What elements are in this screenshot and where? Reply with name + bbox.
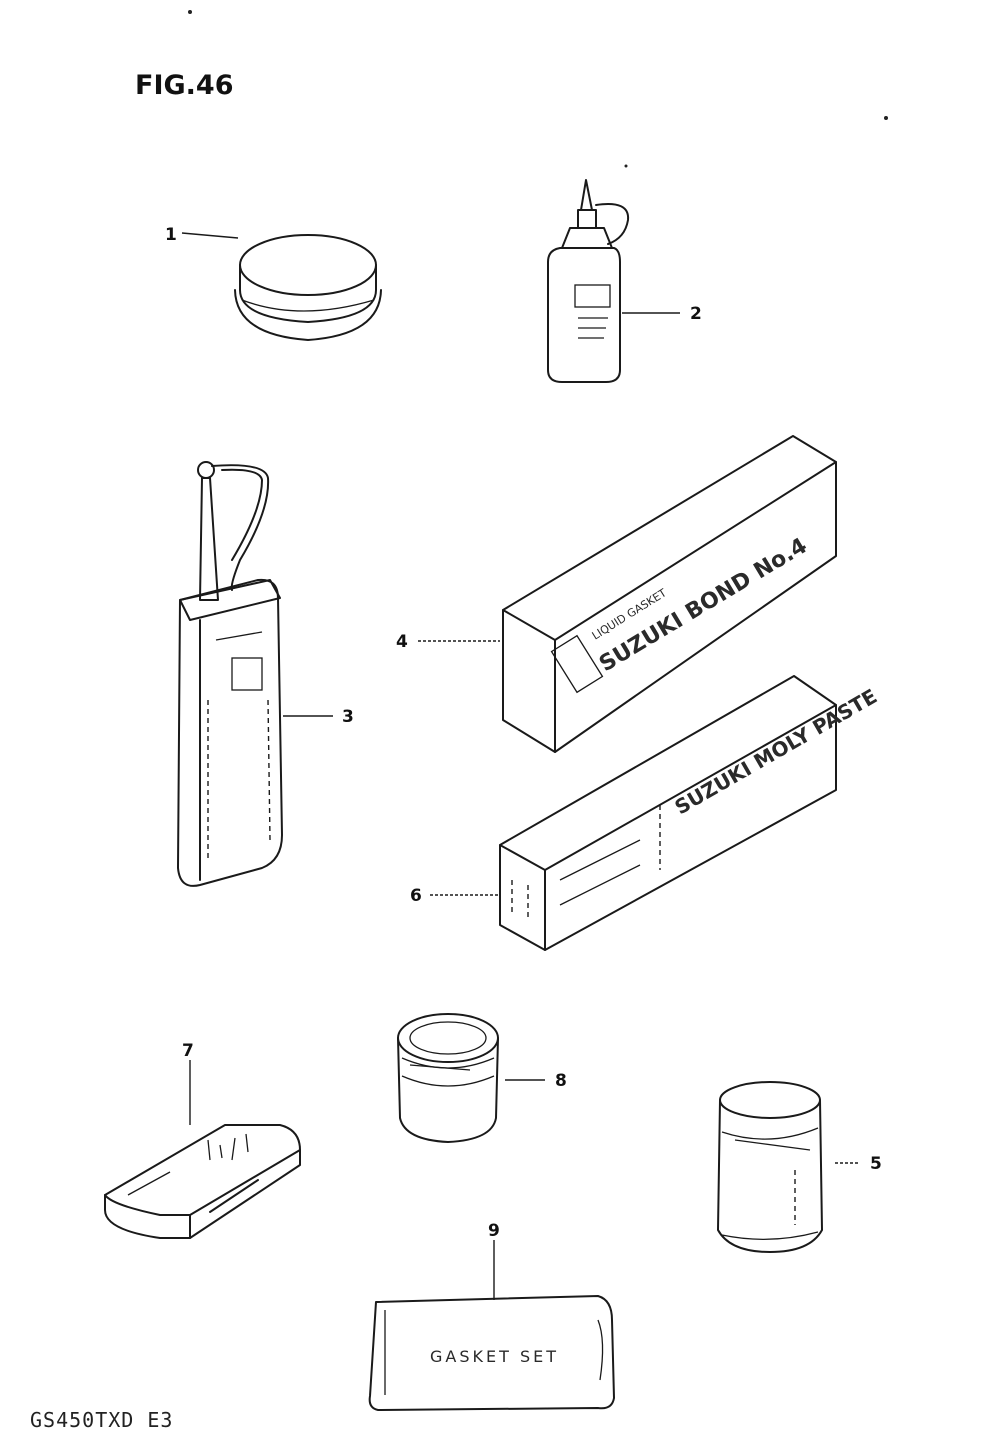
leader-line-1 xyxy=(181,232,239,239)
grease-tin-illustration xyxy=(234,234,382,341)
model-code-footer: GS450TXD E3 xyxy=(30,1408,174,1432)
box6-brand-label: SUZUKI MOLY PASTE xyxy=(671,684,882,819)
scan-speck xyxy=(884,116,888,120)
scan-speck xyxy=(188,10,192,14)
callout-9: 9 xyxy=(488,1221,500,1241)
moly-paste-box-illustration: SUZUKI MOLY PASTE xyxy=(499,675,882,951)
small-can-illustration xyxy=(397,1013,499,1143)
gasket-set-illustration: GASKET SET xyxy=(368,1295,615,1411)
callout-1: 1 xyxy=(165,225,177,245)
oil-can-illustration xyxy=(177,461,283,887)
callout-2: 2 xyxy=(690,304,702,324)
callout-5: 5 xyxy=(870,1154,882,1174)
callout-8: 8 xyxy=(555,1071,567,1091)
callout-7: 7 xyxy=(182,1041,194,1061)
gasket-set-label: GASKET SET xyxy=(430,1347,559,1366)
callout-6: 6 xyxy=(410,886,422,906)
callout-4: 4 xyxy=(396,632,408,652)
callout-3: 3 xyxy=(342,707,354,727)
figure-title: FIG.46 xyxy=(135,70,234,101)
scan-speck xyxy=(624,164,628,168)
cylinder-illustration xyxy=(717,1081,823,1253)
box4-brand-label: SUZUKI BOND No.4 xyxy=(595,533,811,677)
bottle-illustration xyxy=(547,179,630,383)
kit-case-illustration xyxy=(104,1124,301,1239)
bond-box-illustration: LIQUID GASKET SUZUKI BOND No.4 xyxy=(502,435,837,753)
